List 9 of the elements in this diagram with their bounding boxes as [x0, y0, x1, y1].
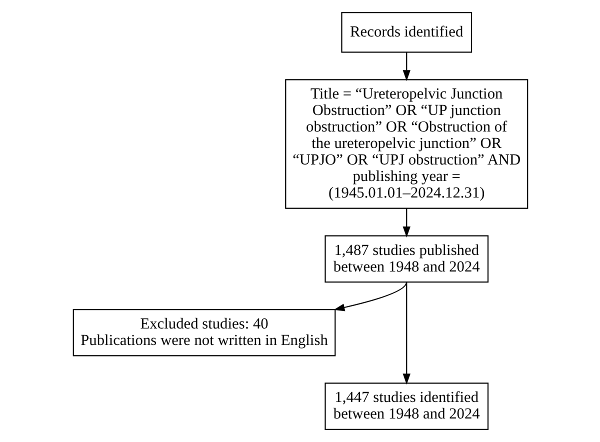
node-box: Title = “Ureteropelvic Junction Obstruction” OR “UP junction obstruction” OR “Obstruction of the ureteropelvic junction” OR “UPJO” OR “UPJ obstruction” AND publishing year = (1945.01.01–2024.12.31): [284, 79, 528, 209]
arrow: [402, 208, 410, 238]
arrow: [333, 282, 407, 312]
node-box: Excluded studies: 40 Publications were not written in English: [72, 308, 336, 356]
node-box: 1,447 studies identified between 1948 and 2024: [324, 382, 488, 430]
node-box: Records identified: [340, 12, 472, 53]
arrow: [402, 282, 410, 385]
node-box: 1,487 studies published between 1948 and 2024: [324, 235, 488, 283]
arrow: [402, 52, 410, 82]
